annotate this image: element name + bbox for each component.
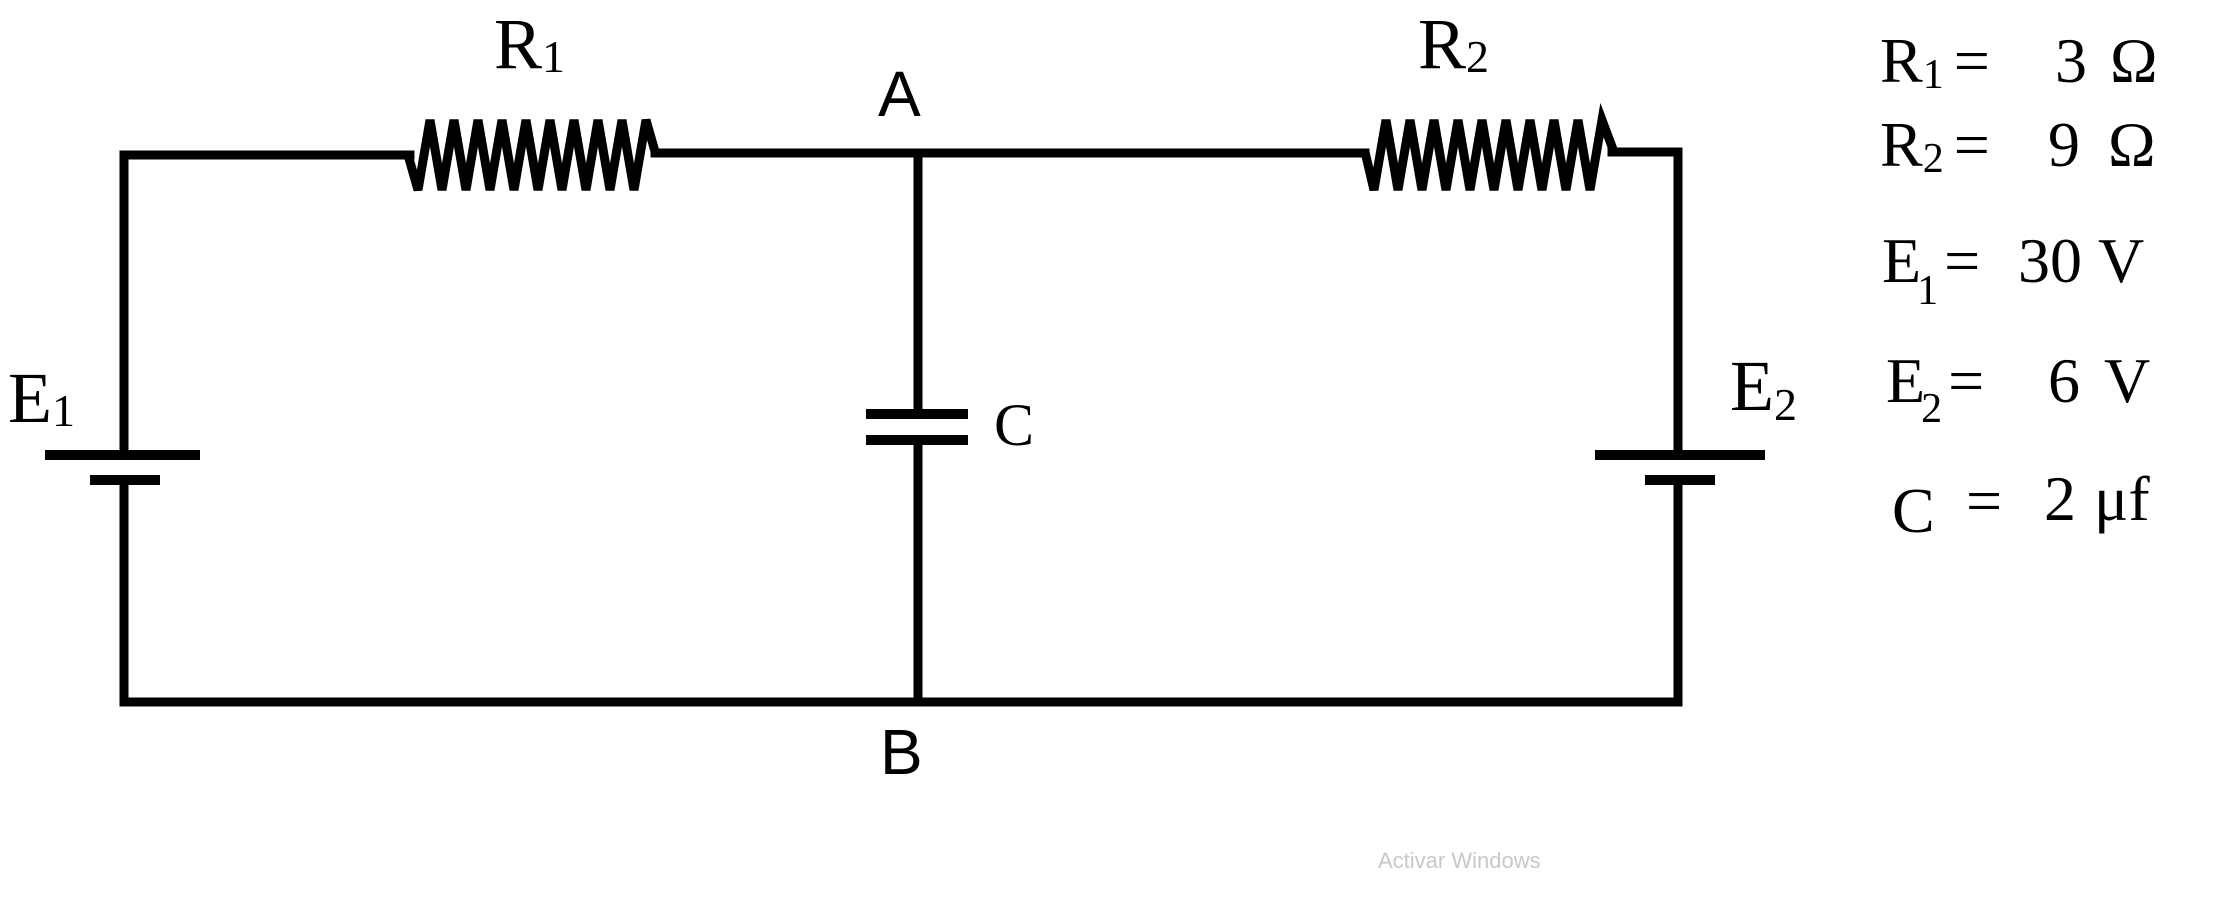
battery-e2 (1595, 450, 1765, 485)
wire-right-bottom (913, 475, 1683, 707)
label-capacitor: C (994, 392, 1034, 458)
wires (119, 147, 1683, 707)
label-node-b: B (880, 716, 923, 788)
label-e2: E2 (1730, 346, 1797, 430)
battery-e1 (45, 450, 200, 485)
resistor-r1 (403, 118, 661, 192)
wire-left-top (119, 150, 415, 457)
watermark: Activar Windows (1378, 848, 1541, 873)
capacitor (866, 409, 968, 445)
label-r2: R2 (1418, 4, 1489, 84)
label-r1: R1 (494, 4, 565, 84)
label-node-a: A (878, 58, 921, 130)
resistor-r2 (1360, 102, 1619, 192)
wire-left-bottom (119, 475, 923, 707)
wire-right-top (1607, 147, 1683, 457)
label-e1: E1 (8, 358, 75, 438)
